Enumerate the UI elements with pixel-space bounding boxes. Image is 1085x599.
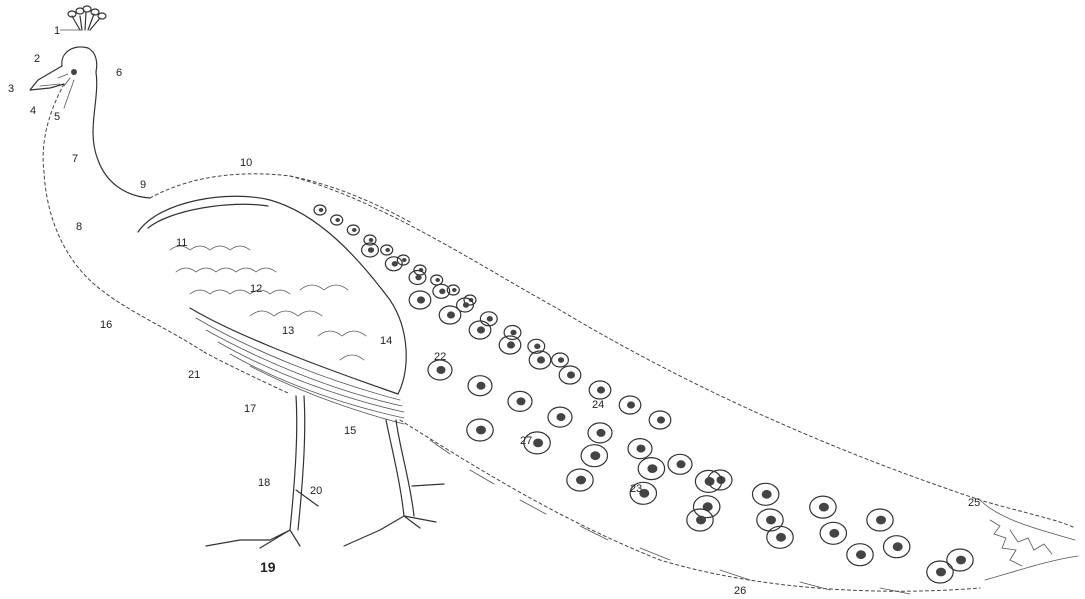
label-8: 8 (76, 221, 82, 233)
label-5: 5 (54, 111, 60, 123)
train-ocelli (314, 205, 973, 583)
labels: 1 2 3 4 5 6 7 8 9 10 11 12 13 14 15 16 1… (8, 25, 980, 597)
ocellus-center-32 (597, 429, 606, 437)
ocellus-center-3 (369, 238, 374, 242)
neck-breast (43, 72, 290, 394)
label-19: 19 (260, 559, 276, 575)
ocellus-center-12 (415, 275, 421, 281)
ocellus-center-30 (517, 397, 526, 405)
ocellus-center-20 (447, 311, 455, 318)
label-1: 1 (54, 25, 60, 37)
label-21: 21 (188, 369, 200, 381)
ocellus-center-40 (705, 477, 715, 486)
ocellus-center-7 (435, 278, 440, 282)
ocellus-center-13 (439, 289, 445, 295)
label-25: 25 (968, 497, 980, 509)
ocellus-center-44 (576, 476, 586, 485)
back (150, 174, 410, 222)
ocellus-center-43 (876, 516, 886, 525)
ocellus-center-38 (590, 451, 600, 460)
label-6: 6 (116, 67, 122, 79)
ocellus-center-4 (385, 248, 390, 252)
label-2: 2 (34, 53, 40, 65)
ocellus-center-39 (647, 464, 657, 473)
ocellus-center-31 (557, 413, 566, 421)
ocellus-center-51 (696, 516, 706, 525)
label-17: 17 (244, 403, 256, 415)
ocellus-center-29 (477, 382, 486, 390)
ocellus-center-36 (476, 426, 486, 435)
label-9: 9 (140, 179, 146, 191)
ocellus-center-14 (463, 302, 469, 308)
label-3: 3 (8, 83, 14, 95)
label-24: 24 (592, 399, 604, 411)
label-4: 4 (30, 105, 36, 117)
ocellus-center-48 (829, 529, 839, 538)
ocellus-center-16 (510, 330, 516, 336)
crest (68, 6, 106, 30)
wing (138, 196, 406, 424)
ocellus-center-21 (477, 326, 485, 333)
label-22: 22 (434, 351, 446, 363)
ocellus-center-33 (637, 445, 646, 453)
ocellus-center-15 (487, 316, 493, 322)
ocellus-center-17 (534, 344, 540, 350)
ocellus-center-42 (819, 503, 829, 512)
ocellus-center-23 (537, 356, 545, 363)
label-10: 10 (240, 157, 252, 169)
ocellus-center-34 (677, 460, 686, 468)
ocellus-center-28 (437, 366, 446, 374)
ocellus-center-25 (597, 386, 605, 393)
label-11: 11 (176, 237, 187, 249)
ocellus-center-50 (956, 556, 966, 565)
ocellus-center-2 (352, 228, 357, 232)
ocellus-center-53 (856, 550, 866, 559)
ocellus-center-52 (776, 533, 786, 542)
ocellus-center-26 (627, 401, 635, 408)
ocellus-center-1 (335, 218, 340, 222)
leader-lines (60, 30, 82, 108)
ocellus-center-18 (558, 357, 564, 363)
ocellus-center-8 (452, 288, 457, 292)
label-26: 26 (734, 585, 746, 597)
ocellus-center-0 (319, 208, 324, 212)
ocellus-center-11 (392, 261, 398, 267)
ocellus-center-41 (762, 490, 772, 499)
label-27: 27 (520, 435, 532, 447)
label-14: 14 (380, 335, 392, 347)
ocellus-center-54 (936, 568, 946, 577)
legs (206, 396, 444, 548)
ocellus-center-10 (368, 247, 374, 253)
ocellus-center-24 (567, 371, 575, 378)
label-15: 15 (344, 425, 356, 437)
ocellus-center-49 (893, 542, 903, 551)
label-18: 18 (258, 477, 270, 489)
ocellus-center-22 (507, 341, 515, 348)
label-16: 16 (100, 319, 112, 331)
label-12: 12 (250, 283, 262, 295)
ocellus-center-37 (533, 439, 543, 448)
train (290, 176, 1078, 594)
ocellus-center-5 (402, 258, 407, 262)
ocellus-center-19 (417, 296, 425, 303)
ocellus-center-47 (766, 516, 776, 525)
label-20: 20 (310, 485, 322, 497)
ocellus-center-27 (657, 416, 665, 423)
label-13: 13 (282, 325, 294, 337)
label-23: 23 (630, 483, 642, 495)
label-7: 7 (72, 153, 78, 165)
